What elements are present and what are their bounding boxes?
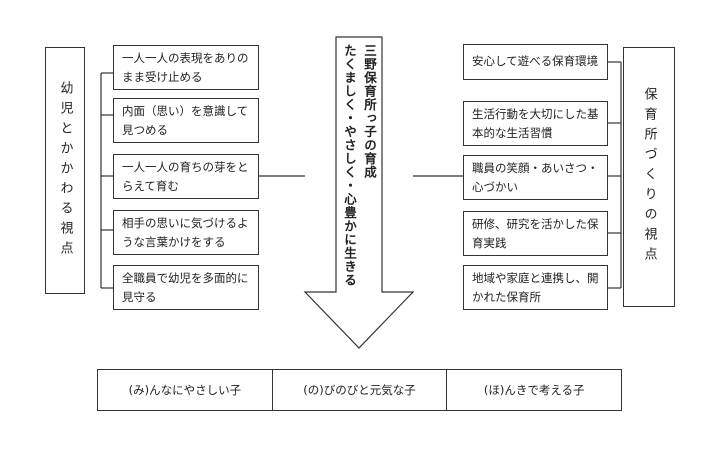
arrow-line-2: 三野保育所っ子の育成: [362, 44, 377, 179]
right-title-box: 保育所づくりの視点: [623, 47, 675, 307]
arrow-line-1: たくましく・やさしく・心豊かに生きる: [342, 44, 357, 287]
right-item-3: 職員の笑顔・あいさつ・心づかい: [463, 155, 608, 200]
left-item-2: 内面（思い）を意識して見つめる: [113, 98, 259, 143]
left-title-box: 幼児とかかわる視点: [45, 47, 85, 294]
right-item-4: 研修、研究を活かした保育実践: [463, 211, 608, 256]
right-item-1: 安心して遊べる保育環境: [463, 44, 608, 80]
right-title: 保育所づくりの視点: [641, 87, 657, 267]
left-item-3: 一人一人の育ちの芽をとらえて育む: [113, 154, 259, 199]
arrow-text: たくましく・やさしく・心豊かに生きる 三野保育所っ子の育成: [336, 44, 382, 289]
left-item-4: 相手の思いに気づけるような言葉かけをする: [113, 210, 259, 255]
goal-cell-3: (ほ)んきで考える子: [446, 370, 621, 410]
right-item-5: 地域や家庭と連携し、開かれた保育所: [463, 265, 608, 310]
goal-cell-2: (の)びのびと元気な子: [271, 370, 447, 410]
left-item-1: 一人一人の表現をありのまま受け止める: [113, 45, 259, 90]
left-title: 幼児とかかわる視点: [57, 80, 73, 261]
goal-cell-1: (み)んなにやさしい子: [128, 383, 242, 397]
left-item-5: 全職員で幼児を多面的に見守る: [113, 265, 259, 310]
right-item-2: 生活行動を大切にした基本的な生活習慣: [463, 101, 608, 146]
down-arrow-shape: [303, 36, 415, 349]
goals-row: (み)んなにやさしい子 (の)びのびと元気な子 (ほ)んきで考える子: [97, 369, 622, 411]
